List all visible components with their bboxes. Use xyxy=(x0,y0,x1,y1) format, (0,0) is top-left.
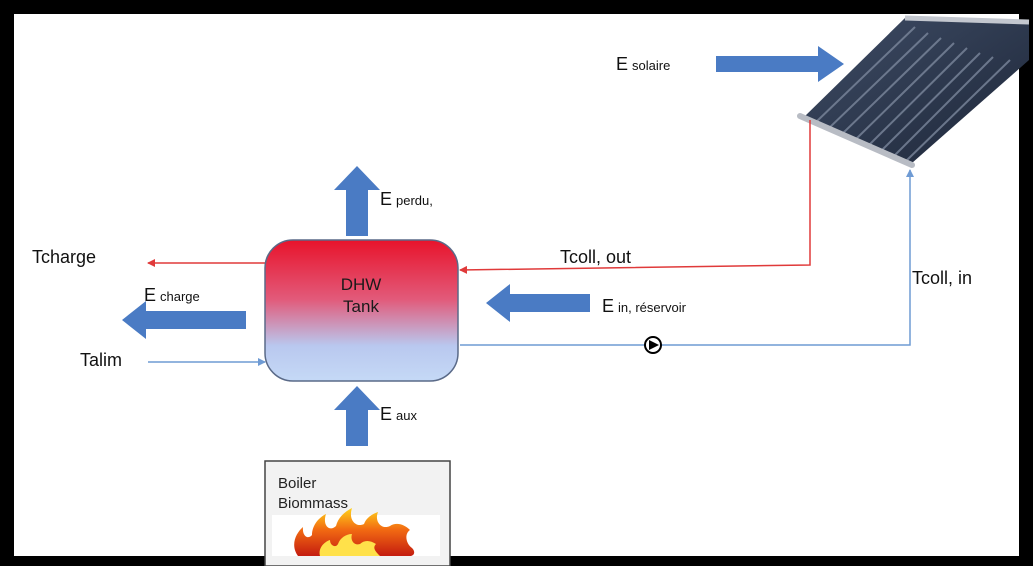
boiler-label-line2: Biommass xyxy=(278,495,348,512)
collector-energy-arrow xyxy=(486,284,590,322)
tank-label-line2: Tank xyxy=(343,297,379,316)
solar-collector-icon xyxy=(797,15,1030,168)
talim-label: Talim xyxy=(80,350,122,370)
tcoll-out-label: Tcoll, out xyxy=(560,247,631,267)
energy-loss-arrow xyxy=(334,166,380,236)
tank-label-line1: DHW xyxy=(341,275,382,294)
boiler-label-line1: Boiler xyxy=(278,475,316,492)
tcharge-label: Tcharge xyxy=(32,247,96,267)
fire-icon xyxy=(294,508,415,556)
pump-icon xyxy=(644,336,662,354)
hot-return-line xyxy=(459,120,811,274)
auxiliary-energy-arrow xyxy=(334,386,380,446)
cold-supply-line xyxy=(460,169,914,346)
load-energy-arrow xyxy=(122,301,246,339)
dhw-tank: DHW Tank xyxy=(264,239,459,382)
tcoll-in-label: Tcoll, in xyxy=(912,268,972,288)
solar-energy-arrow xyxy=(716,46,844,82)
boiler-box: Boiler Biommass xyxy=(264,460,451,566)
